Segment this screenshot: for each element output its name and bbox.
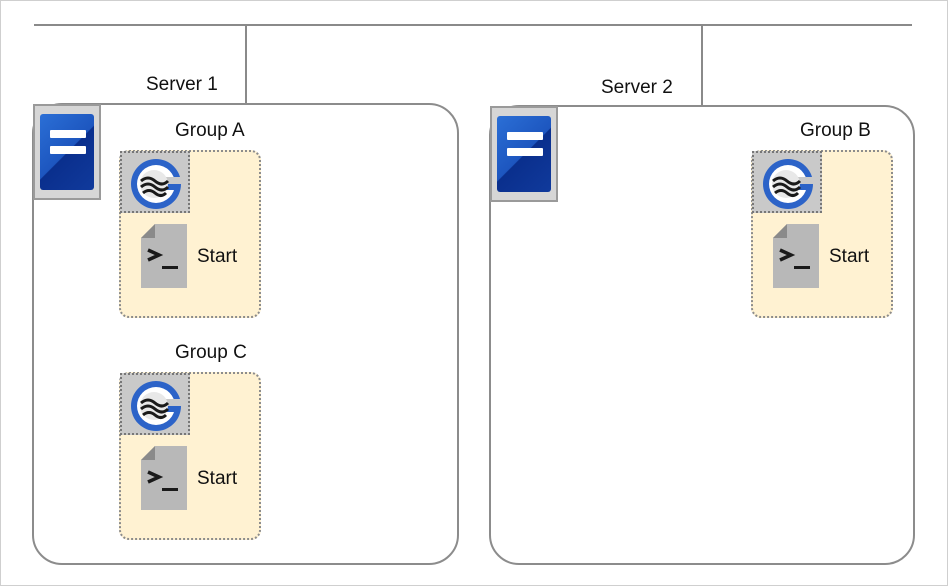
server-1-label: Server 1	[146, 74, 218, 95]
app-icon-g	[752, 151, 822, 213]
server-2-server-icon	[490, 106, 558, 202]
script-icon	[141, 224, 189, 295]
group-a-label: Group A	[175, 120, 245, 141]
server-1-server-icon	[33, 104, 101, 200]
app-icon-g	[120, 373, 190, 435]
script-icon	[141, 446, 189, 517]
script-icon	[773, 224, 821, 295]
group-b-box: Start	[751, 150, 893, 318]
start-resource-label: Start	[197, 468, 238, 489]
group-c-label: Group C	[175, 342, 247, 363]
server-2-connector-line	[701, 25, 703, 106]
group-a-box: Start	[119, 150, 261, 318]
group-c-box: Start	[119, 372, 261, 540]
start-resource-label: Start	[197, 246, 238, 267]
server-2-label: Server 2	[601, 77, 673, 98]
group-b-label: Group B	[800, 120, 871, 141]
start-resource-label: Start	[829, 246, 870, 267]
server-1-connector-line	[245, 25, 247, 104]
app-icon-g	[120, 151, 190, 213]
network-bus-line	[34, 24, 912, 26]
